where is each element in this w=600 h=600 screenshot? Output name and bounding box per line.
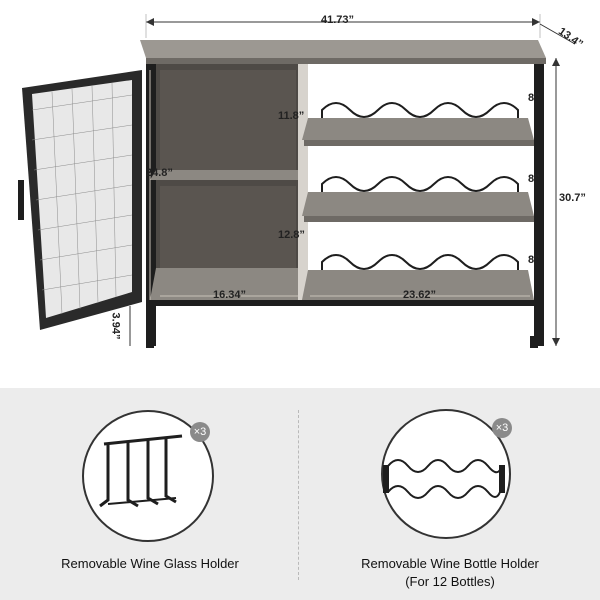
lower-compartment-label: 12.8” [278,229,305,241]
wine-rack-2 [321,176,519,192]
door-mesh-panel [32,80,132,318]
wine-shelf-2 [302,192,534,216]
cabinet-middle-shelf [150,170,306,180]
accessory-illustrations [99,409,511,539]
width-label: 41.73” [321,14,355,26]
bottle-holder-quantity-badge: ×3 [492,418,512,438]
top-board [140,40,546,58]
wine-rack-3 [321,254,519,270]
cabinet-divider [298,64,308,300]
wine-bottle-holder-icon [383,459,505,499]
door-handle [18,180,24,220]
right-frame [534,64,544,346]
cabinet-height-label: 24.8” [146,167,173,179]
wine-shelf-3 [302,270,534,300]
cabinet-width-label: 16.34” [213,289,247,301]
upper-compartment-label: 11.8” [278,110,305,122]
leg-height-label: 3.94” [109,312,122,340]
wine-glass-holder-label: Removable Wine Glass Holder [61,556,239,571]
wine-bottle-holder-circle [381,409,511,539]
height-label: 30.7” [559,192,586,204]
left-frame [146,64,156,346]
product-diagram-area: 41.73” 13.4” 30.7” 24.8” 11.8” 12.8” 16.… [18,14,586,348]
wine-glass-holder-icon [99,434,183,508]
accessory-divider [298,410,299,580]
depth-dimension-line [539,23,576,45]
wine-bottle-holder-sublabel: (For 12 Bottles) [405,574,495,589]
shelf-gap-3-label: 8” [528,254,540,266]
accessories-panel: ×3 ×3 Removable Wine Glass Holder Remova… [0,388,600,600]
glass-holder-quantity-badge: ×3 [190,422,210,442]
wine-shelf-1 [302,118,534,140]
bottom-frame [146,300,544,306]
wine-bottle-holder-label: Removable Wine Bottle Holder [361,556,539,571]
wine-rack-1 [321,102,519,118]
shelf-gap-2-label: 8” [528,173,540,185]
cabinet-illustration [18,14,576,348]
shelf-gap-1-label: 8” [528,92,540,104]
shelf-width-label: 23.62” [403,289,437,301]
cabinet-bottom [150,268,306,300]
